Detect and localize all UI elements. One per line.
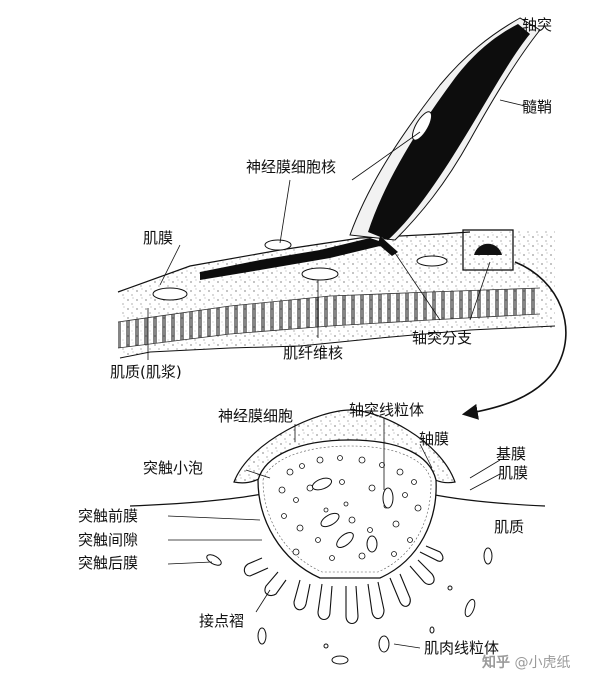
label-neurilemma-cell: 神经膜细胞 xyxy=(218,407,294,425)
label-basement-membrane: 基膜 xyxy=(496,445,527,463)
watermark-handle: @小虎纸 xyxy=(514,655,571,671)
axon-mitochondria xyxy=(311,477,394,553)
sarcolemma-line xyxy=(117,231,471,293)
synaptic-vesicles xyxy=(278,455,422,561)
muscle-mitochondria xyxy=(206,547,493,665)
muscle-nucleus xyxy=(416,255,448,267)
zoom-box xyxy=(462,229,514,271)
label-neurilemma-nucleus: 神经膜细胞核 xyxy=(246,158,337,176)
label-sarcolemma-bottom: 肌膜 xyxy=(498,464,529,482)
myelinated-axon xyxy=(200,17,541,280)
label-sarcoplasm-bottom: 肌质 xyxy=(494,518,525,536)
label-postsynaptic-membrane: 突触后膜 xyxy=(78,554,139,572)
label-sarcoplasm: 肌质(肌浆) xyxy=(110,363,182,381)
watermark: 知乎 @小虎纸 xyxy=(482,656,570,670)
label-synaptic-cleft: 突触间隙 xyxy=(78,531,139,549)
label-axon: 轴突 xyxy=(522,16,553,34)
watermark-logo: 知乎 xyxy=(482,655,510,671)
schwann-nucleus xyxy=(264,239,292,251)
label-muscle-fiber-nucleus: 肌纤维核 xyxy=(283,344,344,362)
label-axon-branch: 轴突分支 xyxy=(412,329,473,347)
label-myelin: 髓鞘 xyxy=(522,98,553,116)
axon-terminal xyxy=(257,439,437,579)
label-junctional-folds: 接点褶 xyxy=(199,612,245,630)
label-presynaptic-membrane: 突触前膜 xyxy=(78,507,139,525)
label-axon-mitochondria: 轴突线粒体 xyxy=(349,401,425,419)
muscle-nucleus xyxy=(152,287,188,301)
label-muscle-mitochondria: 肌肉线粒体 xyxy=(424,639,500,657)
label-synaptic-vesicle: 突触小泡 xyxy=(143,459,204,477)
junctional-folds xyxy=(243,545,444,625)
muscle-nucleus xyxy=(301,267,339,281)
upper-leader-lines xyxy=(147,29,526,360)
schwann-nucleus xyxy=(411,111,433,141)
label-axolemma: 轴膜 xyxy=(419,430,450,448)
zoom-arrow xyxy=(461,261,567,420)
label-sarcolemma-top: 肌膜 xyxy=(143,229,174,247)
myofibril-striations xyxy=(117,287,541,349)
lower-leader-lines xyxy=(167,418,501,649)
sarcolemma-bottom xyxy=(129,493,546,507)
